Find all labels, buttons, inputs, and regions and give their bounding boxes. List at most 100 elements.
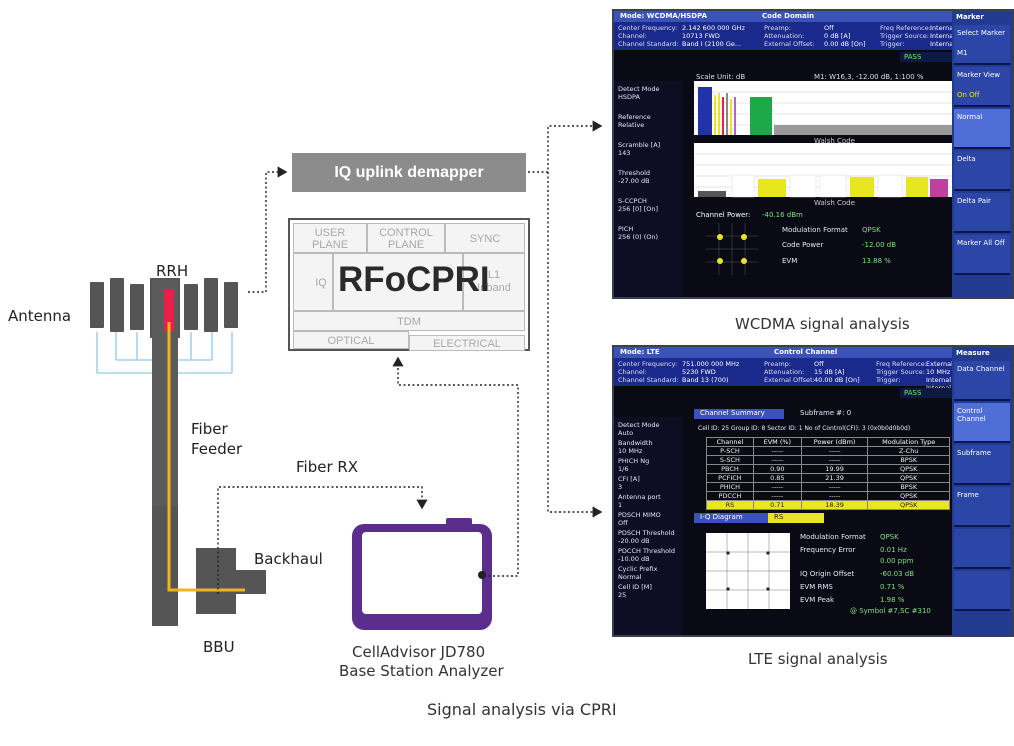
wcdma-topbar: Mode: WCDMA/HSDPA Code Domain bbox=[614, 11, 954, 22]
lte-menu-frame[interactable]: Frame bbox=[954, 487, 1010, 527]
lte-cell-info: Cell ID: 25 Group ID: 8 Sector ID: 1 No … bbox=[698, 425, 911, 432]
header-field: Preamp: bbox=[764, 360, 791, 368]
fiber-feeder-label-2: Feeder bbox=[191, 440, 243, 458]
wcdma-menu-normal[interactable]: Normal bbox=[954, 109, 1010, 149]
rrh-label: RRH bbox=[156, 262, 189, 280]
lte-header: Center Frequency:Channel:Channel Standar… bbox=[614, 358, 954, 392]
cpri-l1-inband: L1 Inband bbox=[463, 253, 525, 311]
header-field: Trigger Source: bbox=[880, 32, 929, 40]
table-row: S-SCH----------BPSK bbox=[706, 455, 950, 465]
wcdma-menu-select-marker[interactable]: Select Marker M1 bbox=[954, 25, 1010, 65]
table-cell: PDCCH bbox=[706, 491, 754, 501]
header-field: Preamp: bbox=[764, 24, 791, 32]
sidebar-item: -20.00 dB bbox=[618, 537, 650, 545]
stat-row: EVM Peak 1.98 % bbox=[800, 596, 950, 609]
header-field: Band 13 (700) bbox=[682, 376, 729, 384]
wcdma-evm-label: EVM bbox=[782, 257, 798, 265]
wcdma-menu-marker-view[interactable]: Marker View On Off bbox=[954, 67, 1010, 107]
wcdma-title: Code Domain bbox=[762, 12, 815, 20]
stat-value: 0.71 % bbox=[880, 583, 905, 591]
sidebar-item: Bandwidth bbox=[618, 439, 653, 447]
header-field: Center Frequency: bbox=[618, 360, 678, 368]
lte-subframe: Subframe #: 0 bbox=[800, 409, 852, 417]
wcdma-menu-delta[interactable]: Delta bbox=[954, 151, 1010, 191]
sidebar-item: -27.00 dB bbox=[618, 177, 650, 185]
lte-menu-data-channel[interactable]: Data Channel bbox=[954, 361, 1010, 401]
sidebar-item: PICH bbox=[618, 225, 634, 233]
stat-value: QPSK bbox=[880, 533, 899, 541]
table-cell: P-SCH bbox=[706, 446, 754, 456]
header-field: 2.142 600 000 GHz bbox=[682, 24, 745, 32]
header-field: Channel: bbox=[618, 368, 647, 376]
wcdma-codepower-value: -12.00 dB bbox=[862, 241, 897, 249]
sidebar-item: Relative bbox=[618, 121, 645, 129]
header-field: 0 dB [A] bbox=[824, 32, 851, 40]
header-field: 10713 FWD bbox=[682, 32, 720, 40]
cpri-electrical: ELECTRICAL bbox=[409, 335, 525, 351]
cpri-control-plane: CONTROL PLANE bbox=[367, 223, 445, 253]
iq-demapper-box: IQ uplink demapper bbox=[292, 153, 526, 192]
fiber-feeder-line bbox=[167, 322, 245, 592]
sidebar-item: CFI [A] bbox=[618, 475, 640, 483]
iq-demapper-label: IQ uplink demapper bbox=[334, 164, 484, 181]
stat-value: 1.98 % bbox=[880, 596, 905, 604]
cpri-l1-line2: Inband bbox=[477, 282, 511, 294]
lte-menu-control-channel[interactable]: Control Channel bbox=[954, 403, 1010, 443]
table-cell: ----- bbox=[752, 491, 802, 501]
stat-label: IQ Origin Offset bbox=[800, 570, 855, 578]
analyzer-device bbox=[352, 518, 492, 630]
lte-iq-tab[interactable]: I-Q Diagram bbox=[694, 513, 768, 523]
sidebar-item: Cyclic Prefix bbox=[618, 565, 658, 573]
lte-menu-blank-1[interactable] bbox=[954, 529, 1010, 569]
header-field: 40.00 dB [On] bbox=[814, 376, 860, 384]
lte-menu-title: Measure bbox=[956, 349, 990, 357]
stat-value: -60.03 dB bbox=[880, 570, 915, 578]
wcdma-header: Center Frequency:Channel:Channel Standar… bbox=[614, 22, 956, 50]
wcdma-evm-value: 13.88 % bbox=[862, 257, 891, 265]
rfocpri-stack: USER PLANE CONTROL PLANE SYNC IQ L1 Inba… bbox=[288, 218, 530, 351]
sidebar-item: PHICH Ng bbox=[618, 457, 650, 465]
wcdma-menu-marker-all-off[interactable]: Marker All Off bbox=[954, 235, 1010, 275]
lte-screen: Mode: LTE Control Channel Center Frequen… bbox=[612, 345, 1014, 637]
stat-label: EVM Peak bbox=[800, 596, 835, 604]
lte-topbar: Mode: LTE Control Channel bbox=[614, 347, 954, 358]
lte-iq-tab2[interactable]: RS bbox=[768, 513, 824, 523]
wcdma-caption: WCDMA signal analysis bbox=[735, 315, 910, 333]
sidebar-item: Reference bbox=[618, 113, 651, 121]
sidebar-item: 256 [0] [On] bbox=[618, 205, 659, 213]
connector-demapper-lte bbox=[547, 172, 603, 518]
wcdma-menu-delta-pair[interactable]: Delta Pair bbox=[954, 193, 1010, 233]
lte-title: Control Channel bbox=[774, 348, 838, 356]
lte-tab-summary[interactable]: Channel Summary bbox=[694, 409, 784, 419]
header-field: Band I (2100 Ge... bbox=[682, 40, 742, 48]
wcdma-marker-readout: M1: W16,3, -12.00 dB, 1:100 % bbox=[814, 73, 924, 81]
wcdma-scale: Scale Unit: dB bbox=[696, 73, 746, 81]
lte-menu-blank-2[interactable] bbox=[954, 571, 1010, 611]
header-field: External Offset: bbox=[764, 40, 815, 48]
sidebar-item: 1/6 bbox=[618, 465, 629, 473]
table-cell: BPSK bbox=[867, 455, 950, 465]
table-cell: ----- bbox=[752, 446, 802, 456]
cpri-tdm: TDM bbox=[293, 311, 525, 331]
main-caption: Signal analysis via CPRI bbox=[427, 700, 617, 719]
lte-menu-subframe[interactable]: Subframe bbox=[954, 445, 1010, 485]
table-cell: BPSK bbox=[867, 482, 950, 492]
header-field: Internal bbox=[930, 40, 956, 48]
header-field: External Offset: bbox=[764, 376, 815, 384]
table-header: EVM (%) bbox=[752, 437, 802, 447]
cpri-user-plane: USER PLANE bbox=[293, 223, 367, 253]
table-cell: ----- bbox=[752, 455, 802, 465]
connector-rrh-demapper bbox=[248, 166, 288, 293]
table-cell: QPSK bbox=[867, 500, 950, 510]
header-field: Internal bbox=[930, 24, 956, 32]
wcdma-codepower-label: Code Power bbox=[782, 241, 824, 249]
wcdma-mode: Mode: WCDMA/HSDPA bbox=[620, 12, 707, 20]
table-cell: ----- bbox=[752, 482, 802, 492]
bbu-label: BBU bbox=[203, 638, 235, 656]
sidebar-item: Detect Mode bbox=[618, 421, 660, 429]
